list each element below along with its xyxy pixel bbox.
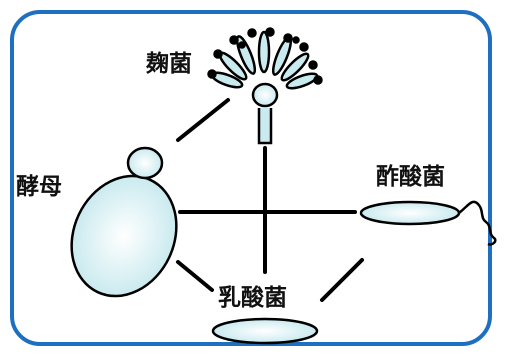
yeast-icon: [70, 146, 178, 298]
line-nyusan-sakusan: [320, 258, 364, 302]
label-sakusan: 酢酸菌: [376, 164, 445, 190]
label-kobo: 酵母: [16, 174, 62, 200]
mold-icon: [207, 27, 323, 145]
lactobacillus-icon: [211, 317, 319, 345]
connection-lines: [176, 98, 364, 302]
label-nyusan: 乳酸菌: [218, 285, 287, 311]
label-koji: 麹菌: [146, 51, 192, 77]
acetobacter-icon: [359, 200, 497, 246]
line-koji-kobo: [176, 98, 230, 142]
diagram-frame: [10, 10, 492, 346]
line-kobo-nyusan: [176, 260, 214, 292]
